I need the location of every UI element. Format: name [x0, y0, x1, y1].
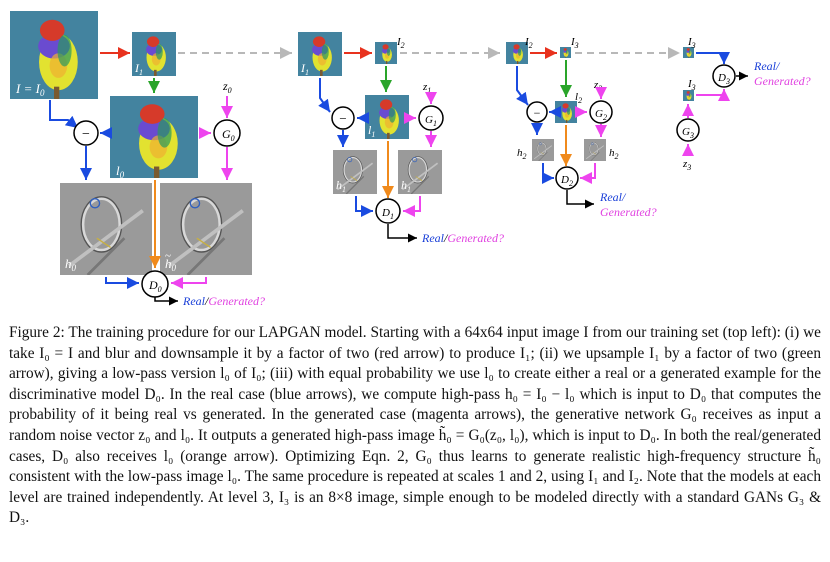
generated-highpass-label: h0 — [165, 256, 177, 273]
noise-label: z3 — [682, 158, 691, 172]
discriminator-label: D0 — [148, 278, 162, 294]
lowres-image-i3 — [560, 47, 571, 58]
input-image-label: I2 — [524, 36, 533, 50]
scale-0: I = I0 I1 l0 − z0 G0 h0 h0 ~ D0 R — [10, 11, 292, 308]
discriminator-label: D1 — [381, 207, 394, 221]
discriminator-output-label: Real/Generated? — [182, 294, 265, 308]
lowres-image-i2 — [375, 42, 397, 64]
minus-node — [73, 120, 99, 146]
highpass-image-h0 — [60, 183, 152, 275]
real-arrow-to-minus — [318, 78, 331, 113]
scale-3: I3 D3 Real/ Generated? I3 G3 z3 — [676, 36, 811, 172]
lowres-image-label: I1 — [134, 61, 143, 77]
generated-hp-to-discriminator-arrow — [580, 163, 596, 184]
noise-label: z2 — [593, 79, 602, 93]
generator-node — [589, 100, 613, 124]
generated-to-discriminator-arrow — [696, 89, 730, 101]
lowpass-image-l0 — [110, 96, 198, 178]
minus-symbol: − — [82, 127, 90, 142]
generated-hp-to-discriminator-arrow — [403, 196, 421, 217]
minus-symbol: − — [534, 106, 541, 120]
real-arrow-to-minus — [516, 66, 529, 106]
highpass-label: h2 — [517, 147, 527, 161]
tilde-mark: ~ — [165, 250, 171, 262]
discriminator-node — [712, 64, 736, 88]
highpass-label: h1 — [336, 178, 346, 194]
scale-1: I1 I2 l1 − z1 G1 h1 h1 D1 Real/Generated… — [298, 32, 504, 245]
discriminator-node — [555, 166, 579, 190]
generated-highpass-image-h0 — [160, 183, 252, 275]
generator-node — [676, 118, 700, 142]
discriminator-node — [375, 198, 401, 224]
hp-to-discriminator-arrow — [542, 163, 554, 184]
hp-to-discriminator-arrow — [355, 196, 373, 217]
generated-highpass-label: h1 — [401, 178, 411, 194]
caption-label: Figure 2: — [9, 324, 65, 341]
figure-caption: Figure 2: The training procedure for our… — [9, 323, 821, 529]
input-image-label: I3 — [687, 36, 696, 50]
generator-label: G1 — [425, 114, 437, 128]
generator-label: G3 — [682, 126, 694, 140]
real-arrow-to-minus — [49, 100, 79, 129]
lowpass-label: l0 — [116, 163, 125, 180]
discriminator-output-real: Real/ — [753, 59, 781, 73]
discriminator-output-generated: Generated? — [600, 205, 657, 219]
real-to-discriminator-arrow — [696, 52, 730, 64]
generator-node — [213, 119, 241, 147]
noise-label: z1 — [422, 81, 431, 95]
lowpass-label: l1 — [368, 123, 375, 139]
discriminator-output-real: Real/ — [599, 190, 627, 204]
input-image-label: I = I0 — [15, 81, 45, 98]
discriminator-output-generated: Generated? — [754, 74, 811, 88]
generated-image-label: I3 — [687, 78, 696, 92]
discriminator-output-arrow — [566, 190, 594, 209]
minus-symbol: − — [339, 111, 346, 126]
input-image-label: I1 — [300, 61, 309, 77]
highpass-image-h2 — [532, 139, 554, 161]
lowpass-image-l2 — [555, 101, 577, 123]
discriminator-output-arrow — [387, 224, 417, 243]
generated-highpass-image-h2 — [584, 139, 606, 161]
noise-label: z0 — [222, 79, 232, 95]
generated-hp-to-discriminator-arrow — [171, 277, 207, 289]
lowres-image-label: I2 — [396, 36, 405, 50]
discriminator-output-arrow — [154, 296, 178, 306]
lowpass-label: l2 — [575, 91, 582, 105]
scale-2: I2 I3 l2 − z2 G2 h2 h2 D2 Real/ Generate… — [506, 36, 680, 219]
generator-label: G0 — [222, 127, 235, 143]
lapgan-training-diagram: I = I0 I1 l0 − z0 G0 h0 h0 ~ D0 R — [10, 11, 811, 308]
generator-label: G2 — [595, 108, 607, 122]
minus-node — [526, 101, 548, 123]
lowres-image-label: I3 — [570, 36, 579, 50]
discriminator-label: D2 — [560, 174, 573, 188]
highpass-label: h0 — [65, 256, 77, 273]
generated-highpass-label: h2 — [609, 147, 619, 161]
caption-text: The training procedure for our LAPGAN mo… — [9, 324, 821, 527]
discriminator-label: D3 — [717, 72, 730, 86]
generator-node — [418, 105, 444, 131]
hp-to-discriminator-arrow — [105, 277, 139, 289]
discriminator-output-label: Real/Generated? — [421, 231, 504, 245]
minus-node — [331, 106, 355, 130]
